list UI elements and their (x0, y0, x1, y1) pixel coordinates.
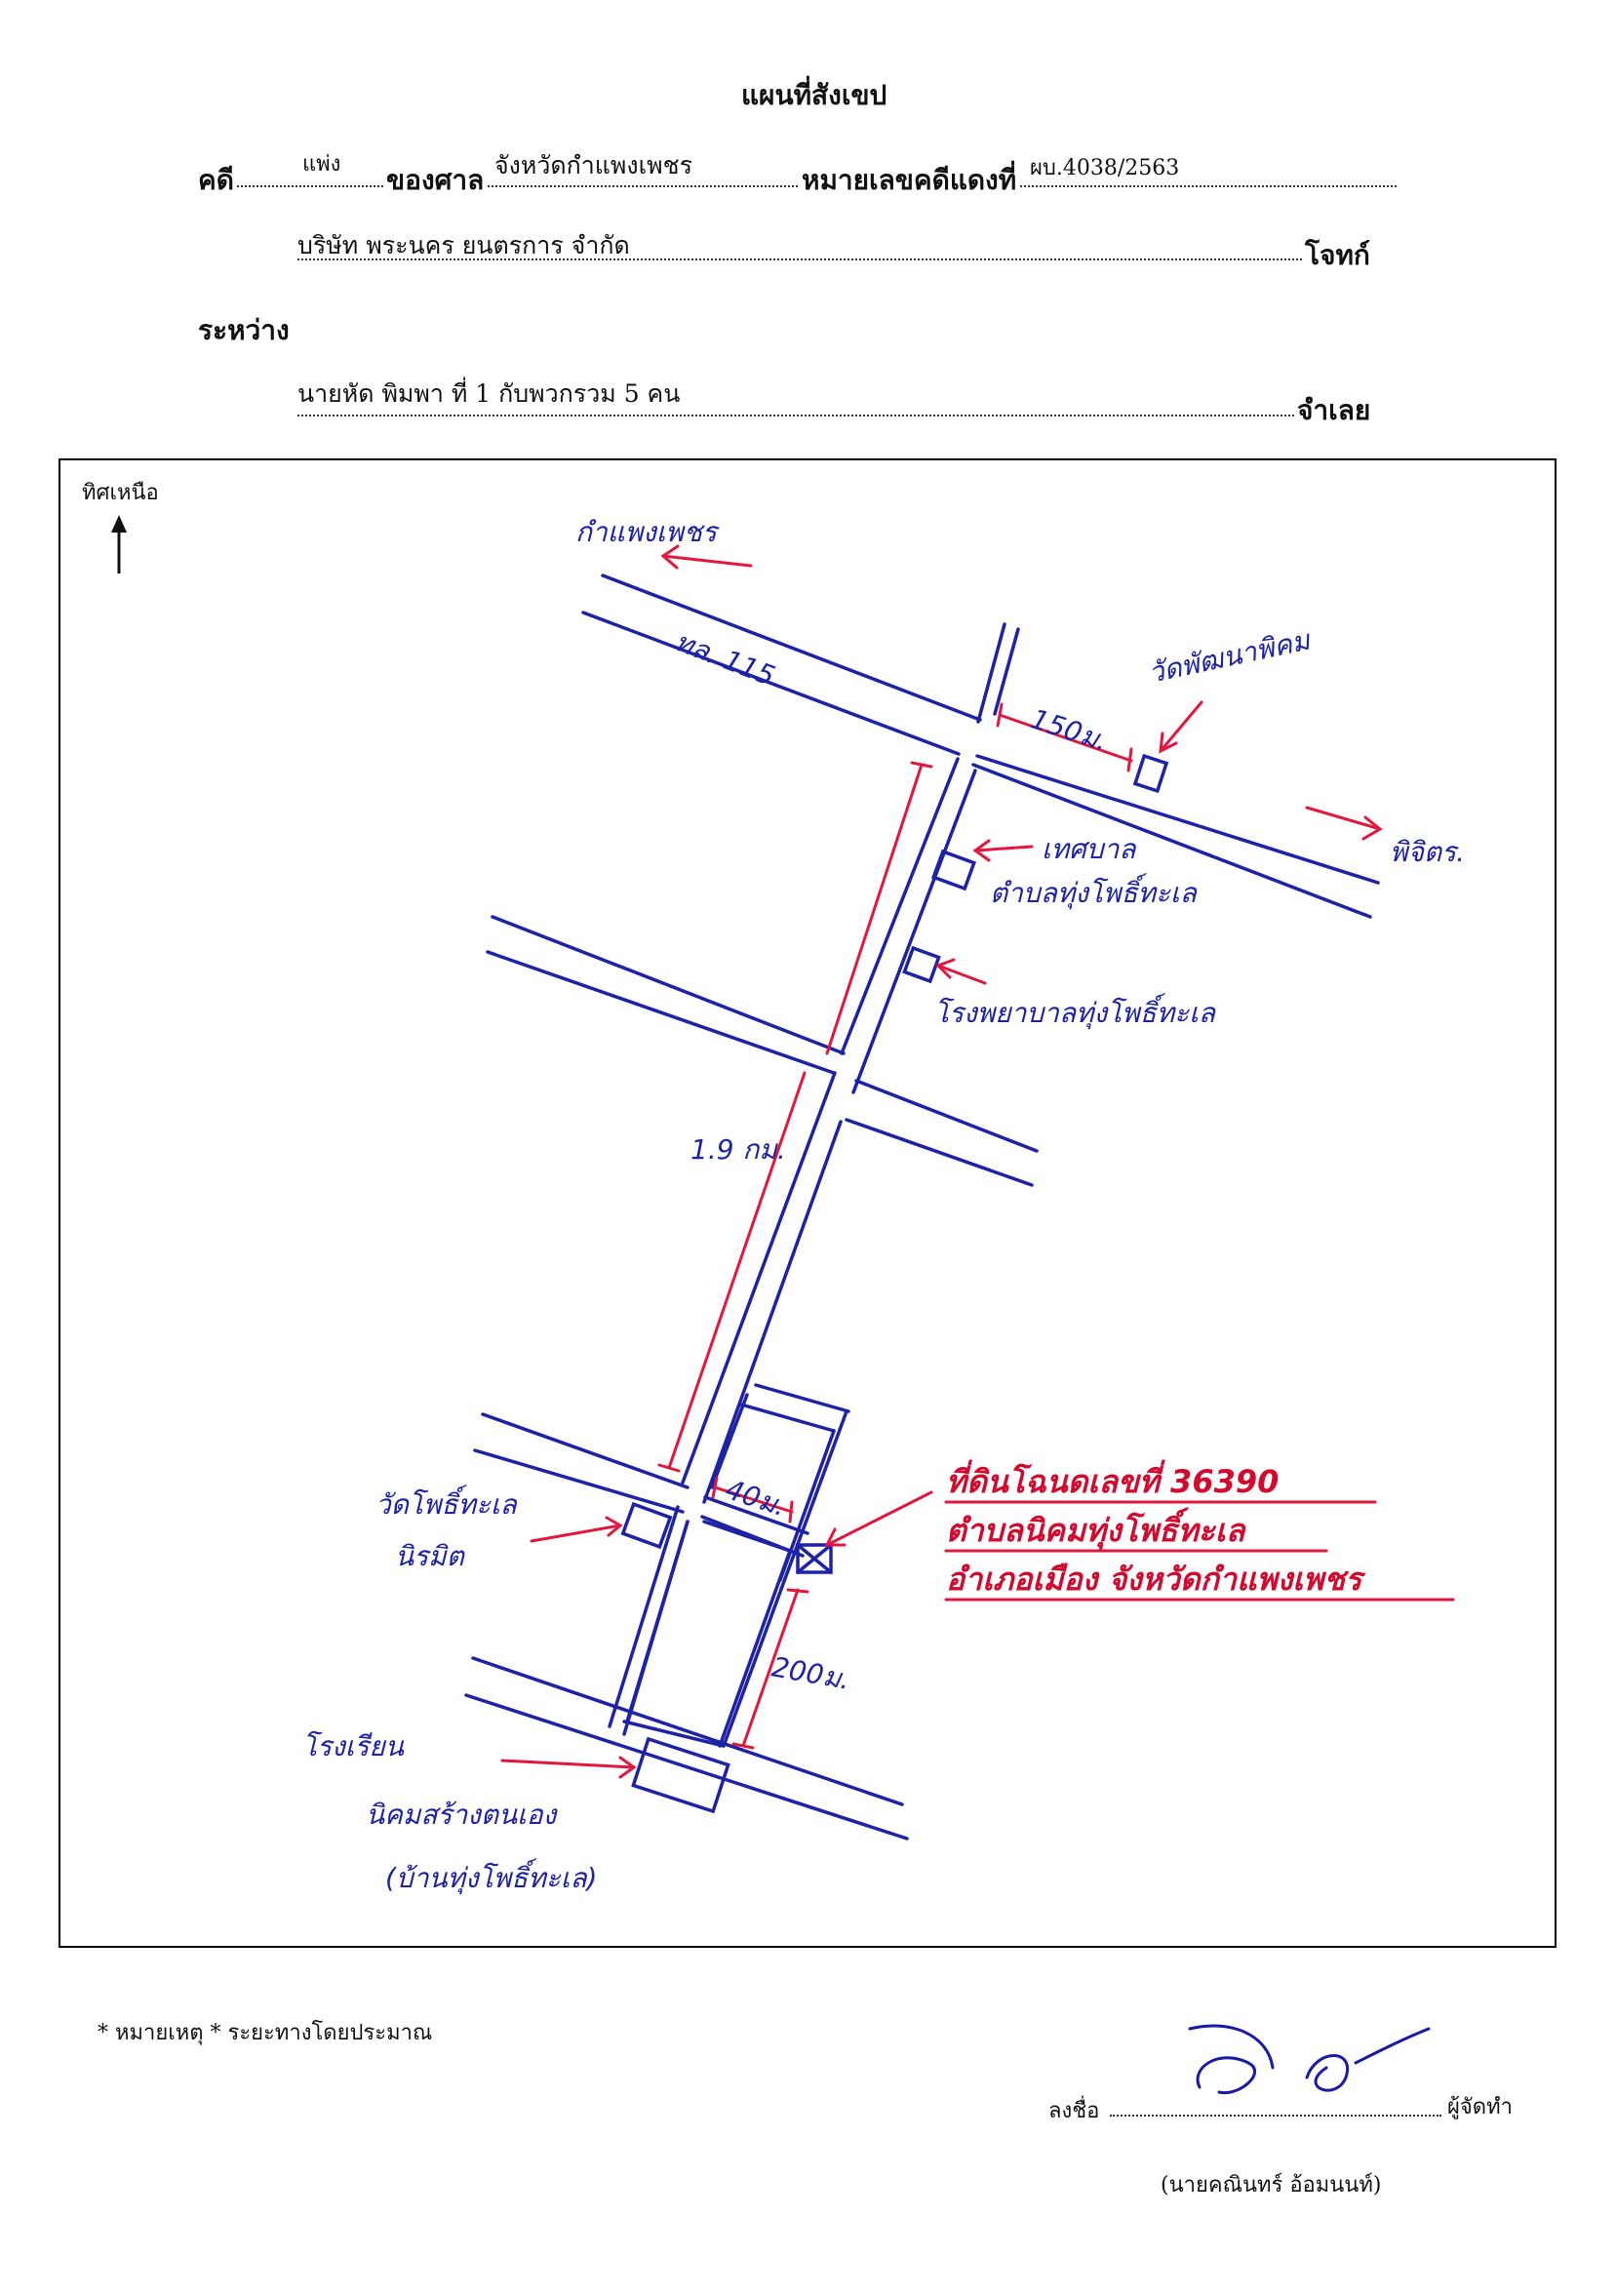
arrow-hospital (936, 964, 987, 985)
page-title: แผนที่สังเขป (741, 79, 887, 111)
sign-label: ลงชื่อ (1048, 2099, 1100, 2123)
north-spur-r (993, 627, 1020, 716)
west-road-lower (486, 950, 836, 1075)
dim-40m (713, 1485, 794, 1514)
temple-pho-marker (620, 1501, 673, 1550)
dim-19km-lower (667, 1071, 807, 1470)
arrow-school (500, 1759, 636, 1769)
label-to-phichit: พิจิตร. (1390, 836, 1465, 868)
label-19km: 1.9 กม. (690, 1133, 786, 1166)
arrow-land (825, 1490, 933, 1547)
court-name: จังหวัดกำแพงเพชร (494, 151, 693, 179)
main-road-left (840, 757, 960, 1055)
label-to-kpp: กำแพงเพชร (575, 516, 720, 548)
plaintiff-label: โจทก์ (1305, 239, 1370, 271)
dim-150m (998, 713, 1133, 763)
defendant-label: จำเลย (1297, 394, 1371, 426)
case-type: แพ่ง (302, 152, 341, 177)
between-label: ระหว่าง (198, 314, 290, 346)
arrow-temple-pho (530, 1524, 622, 1543)
main-road-right (851, 769, 977, 1094)
block-road-e (722, 1409, 848, 1748)
label-hospital: โรงพยาบาลทุ่งโพธิ์ทะเล (934, 993, 1217, 1030)
block-road-mid2 (718, 1549, 792, 1748)
signature (1188, 2024, 1431, 2095)
south-road2-upper (471, 1656, 904, 1806)
block-road-west (625, 1520, 690, 1723)
south-road1-upper-e (703, 1495, 809, 1535)
south-road1-upper (481, 1412, 690, 1489)
plaintiff-name: บริษัท พระนคร ยนตรการ จำกัด (297, 231, 630, 259)
label-school-3: (บ้านทุ่งโพธิ์ทะเล) (385, 1858, 597, 1895)
arrow-to-phichit (1305, 806, 1382, 831)
map-frame (59, 458, 1557, 1948)
block-road-n (754, 1383, 850, 1413)
court-label: ของศาล (386, 164, 485, 196)
signer-role: ผู้จัดทำ (1447, 2095, 1513, 2119)
label-temple-pho-2: นิรมิต (395, 1540, 466, 1572)
block-road-mid (702, 1520, 792, 1553)
south-road2-lower (464, 1693, 909, 1841)
block-road-inner (710, 1393, 749, 1489)
municipality-marker (930, 849, 977, 891)
label-temple-pho-1: วัดโพธิ์ทะเล (375, 1484, 519, 1521)
label-municipality-2: ตำบลทุ่งโพธิ์ทะเล (990, 873, 1199, 910)
label-land-2: ตำบลนิคมทุ่งโพธิ์ทะเล (946, 1507, 1247, 1550)
label-school-2: นิคมสร้างตนเอง (366, 1799, 559, 1831)
signer-name: (นายคณินทร์ อ้อมนนท์) (1161, 2173, 1382, 2197)
label-land-1: ที่ดินโฉนดเลขที่ 36390 (946, 1459, 1279, 1500)
main-road-right-2 (702, 1120, 843, 1504)
highway-edge-upper-e (975, 754, 1380, 885)
arrow-municipality (973, 845, 1034, 852)
land-plot-marker (796, 1543, 833, 1574)
label-150m: 150ม. (1027, 702, 1112, 757)
arrow-temple-phatthana (1159, 700, 1203, 753)
block-road-ne (739, 1403, 836, 1433)
school-marker (631, 1736, 730, 1814)
temple-phatthana-marker (1132, 753, 1169, 794)
arrow-to-kpp (661, 554, 753, 568)
dim-19km-upper (825, 763, 924, 1055)
highway-edge-lower-e (971, 763, 1372, 919)
label-municipality-1: เทศบาล (1042, 833, 1137, 865)
label-200m: 200ม. (769, 1650, 852, 1696)
footer-note: * หมายเหตุ * ระยะทางโดยประมาณ (98, 2021, 433, 2045)
case-label: คดี (198, 164, 234, 196)
main-road-left-3 (608, 1505, 680, 1728)
south-road1-lower (473, 1448, 685, 1514)
label-school-1: โรงเรียน (302, 1730, 405, 1762)
highway-edge-upper (601, 574, 982, 722)
west-road-upper (491, 915, 846, 1055)
dim-200m (741, 1588, 800, 1748)
east-road-upper (854, 1079, 1039, 1153)
main-road-left-2 (681, 1071, 837, 1484)
hospital-marker (902, 945, 941, 984)
red-number-label: หมายเลขคดีแดงที่ (802, 164, 1017, 196)
north-arrow-head (111, 515, 127, 533)
label-land-3: อำเภอเมือง จังหวัดกำแพงเพชร (946, 1561, 1366, 1598)
north-spur-l (976, 622, 1006, 724)
north-label: ทิศเหนือ (82, 481, 159, 505)
block-road-south (622, 1720, 726, 1748)
label-temple-phatthana: วัดพัฒนาพิคม (1146, 623, 1315, 690)
east-road-lower (845, 1118, 1034, 1187)
defendant-name: นายหัด พิมพา ที่ 1 กับพวกรวม 5 คน (297, 379, 681, 408)
highway-edge-lower (581, 611, 961, 756)
red-number: ผบ.4038/2563 (1030, 156, 1180, 180)
